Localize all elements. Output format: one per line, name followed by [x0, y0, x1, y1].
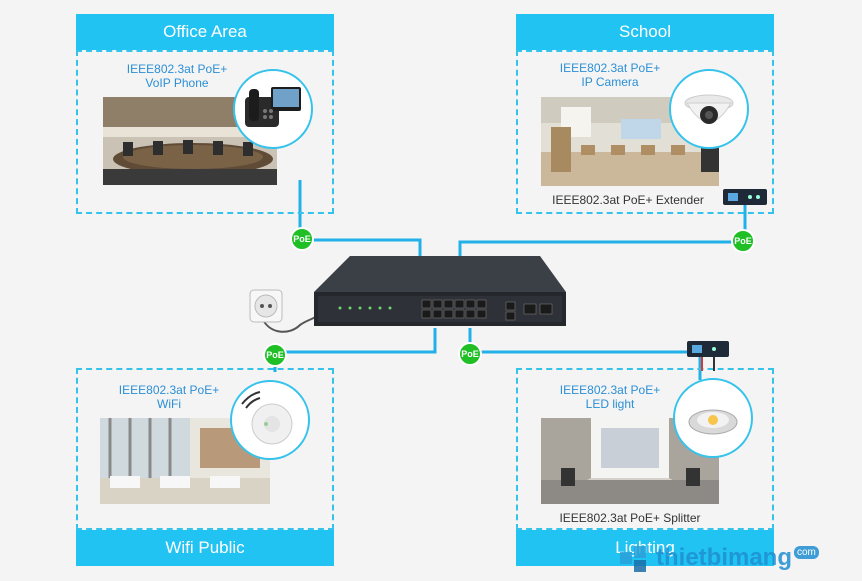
- wifi-ap-circle: [230, 380, 310, 460]
- wifi-ap-icon: [241, 391, 293, 445]
- line-office: [298, 180, 422, 262]
- school-label-line2: IP Camera: [581, 75, 639, 89]
- school-label-line1: IEEE802.3at PoE+: [559, 61, 661, 75]
- wifi-label-line2: WiFi: [157, 397, 181, 411]
- poe-badge-lighting: PoE: [458, 342, 482, 366]
- office-area-title: Office Area: [76, 14, 334, 50]
- watermark-tld: com: [794, 545, 819, 559]
- office-area-panel: [76, 50, 334, 214]
- voip-phone-circle: [233, 69, 313, 149]
- poe-extender-icon: [722, 187, 768, 214]
- office-poe-label: IEEE802.3at PoE+ VoIP Phone: [112, 62, 242, 90]
- thietbimang-watermark: thietbimang com: [618, 540, 848, 576]
- lighting-label-line1: IEEE802.3at PoE+: [559, 383, 661, 397]
- wifi-label-line1: IEEE802.3at PoE+: [118, 383, 220, 397]
- watermark-brand: thietbimang: [656, 544, 792, 571]
- poe-switch: [310, 256, 570, 335]
- school-title: School: [516, 14, 774, 50]
- led-light-icon: [688, 409, 738, 435]
- line-lighting: [468, 328, 702, 380]
- lighting-panel: [516, 368, 774, 530]
- poe-badge-office: PoE: [290, 227, 314, 251]
- wifi-title: Wifi Public: [76, 530, 334, 566]
- wifi-panel: [76, 368, 334, 530]
- poe-splitter-icon: [686, 339, 732, 378]
- office-label-line2: VoIP Phone: [145, 76, 209, 90]
- power-outlet-icon: [248, 288, 284, 329]
- led-light-circle: [673, 378, 753, 458]
- brand-logo-icon: [620, 546, 646, 572]
- poe-badge-wifi: PoE: [263, 343, 287, 367]
- poe-switch-icon: [314, 256, 566, 326]
- poe-badge-school: PoE: [731, 229, 755, 253]
- ip-camera-circle: [669, 69, 749, 149]
- lighting-splitter-label: IEEE802.3at PoE+ Splitter: [559, 511, 701, 525]
- lighting-poe-label: IEEE802.3at PoE+ LED light: [540, 383, 680, 411]
- wifi-poe-label: IEEE802.3at PoE+ WiFi: [104, 383, 234, 411]
- ip-camera-icon: [684, 94, 734, 124]
- school-panel: [516, 50, 774, 214]
- school-poe-label: IEEE802.3at PoE+ IP Camera: [540, 61, 680, 89]
- voip-phone-icon: [245, 87, 301, 127]
- lighting-label-line2: LED light: [585, 397, 635, 411]
- school-extender-label: IEEE802.3at PoE+ Extender: [552, 193, 704, 207]
- line-school: [458, 196, 747, 262]
- office-label-line1: IEEE802.3at PoE+: [126, 62, 228, 76]
